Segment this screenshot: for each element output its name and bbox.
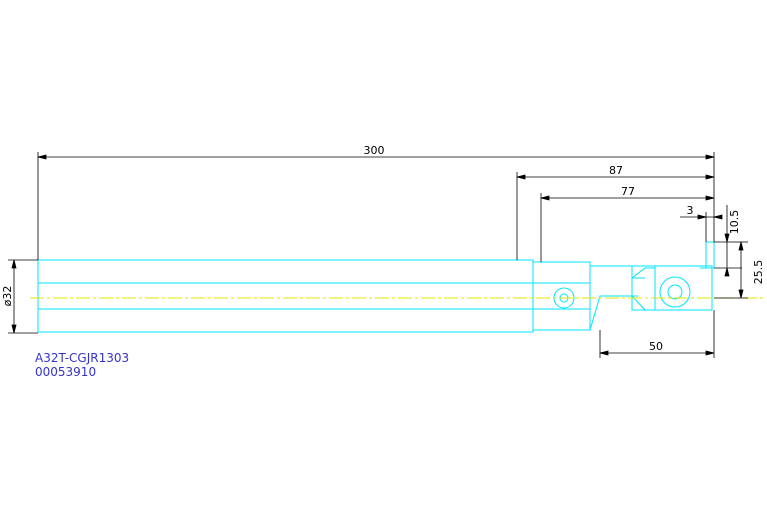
dim-25-5-text: 25.5 bbox=[752, 260, 765, 285]
head-outline bbox=[631, 265, 713, 311]
dim-300-arrow-right bbox=[705, 154, 715, 160]
step-outline bbox=[590, 265, 645, 279]
part-number-label: A32T-CGJR1303 bbox=[35, 351, 130, 365]
dim-87-arrow-left bbox=[516, 174, 526, 180]
insert-outline bbox=[705, 241, 715, 269]
dim-300-text: 300 bbox=[364, 144, 385, 157]
dim-25-5-arrow-top bbox=[738, 241, 744, 251]
dim-50-text: 50 bbox=[649, 340, 663, 353]
dim-87-text: 87 bbox=[609, 164, 623, 177]
neck-block bbox=[532, 261, 591, 331]
tool-body bbox=[37, 241, 715, 333]
dim-50-arrow-left bbox=[599, 350, 609, 356]
dim-77-arrow-left bbox=[540, 195, 550, 201]
dim-87-arrow-right bbox=[705, 174, 715, 180]
dim-dia-text: ø32 bbox=[1, 286, 14, 307]
insert-screw-inner bbox=[667, 284, 683, 300]
dim-3-arrow-left bbox=[697, 214, 707, 220]
dim-77-text: 77 bbox=[621, 185, 635, 198]
dim-3-arrow-right bbox=[713, 214, 723, 220]
dim-10-5-arrow-bottom bbox=[724, 267, 730, 277]
dim-10-5-arrow-top bbox=[724, 233, 730, 243]
part-code-label: 00053910 bbox=[35, 365, 97, 379]
shank-outline bbox=[37, 259, 534, 333]
dim-300-arrow-left bbox=[37, 154, 47, 160]
dim-50-arrow-right bbox=[705, 350, 715, 356]
step-lower-outline bbox=[589, 295, 638, 331]
dim-3-text: 3 bbox=[687, 204, 694, 217]
dim-10-5-text: 10.5 bbox=[728, 210, 741, 235]
dim-25-5-arrow-bottom bbox=[738, 289, 744, 299]
dim-dia-arrow-top bbox=[11, 259, 17, 269]
dim-dia-arrow-bottom bbox=[11, 324, 17, 334]
dimension-lines bbox=[8, 152, 748, 358]
head-chamfer bbox=[631, 267, 655, 279]
dim-77-arrow-right bbox=[705, 195, 715, 201]
insert-screw-outer bbox=[659, 276, 691, 308]
